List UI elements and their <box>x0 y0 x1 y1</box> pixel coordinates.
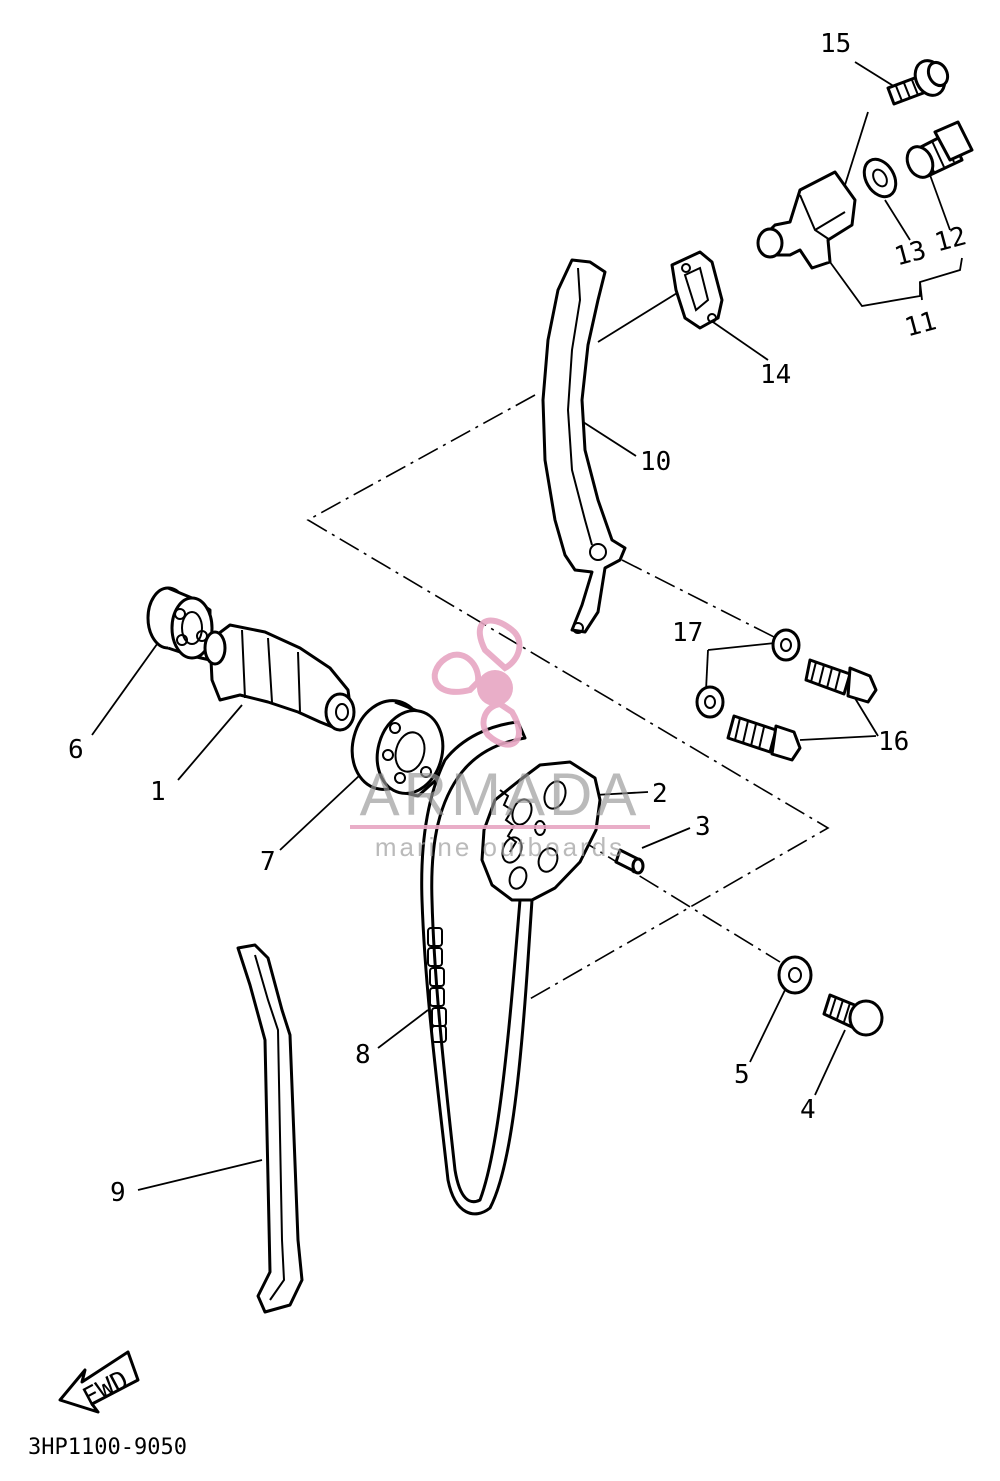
bolt-part-15 <box>886 59 950 106</box>
callout-14: 14 <box>760 360 791 390</box>
washer-part-5 <box>777 955 813 995</box>
callout-17: 17 <box>672 618 703 648</box>
propeller-logo-icon <box>431 617 523 748</box>
cam-sprocket-part-2 <box>480 760 602 902</box>
callouts: 1 2 3 4 5 6 7 8 9 10 11 12 13 14 15 16 1… <box>68 29 970 1208</box>
callout-2: 2 <box>652 779 668 809</box>
tensioner-gasket-part-14 <box>670 250 724 330</box>
callout-16: 16 <box>878 727 909 757</box>
callout-9: 9 <box>110 1178 126 1208</box>
callout-1: 1 <box>150 777 166 807</box>
washer-part-17 <box>695 628 801 719</box>
callout-3: 3 <box>695 812 711 842</box>
callout-10: 10 <box>640 447 671 477</box>
callout-13: 13 <box>891 235 929 272</box>
callout-11: 11 <box>902 306 940 343</box>
bolt-part-4 <box>822 993 884 1037</box>
watermark-brand: ARMADA <box>360 761 641 828</box>
bolt-part-16 <box>726 658 878 762</box>
callout-6: 6 <box>68 735 84 765</box>
callout-12: 12 <box>932 221 970 258</box>
bearing-part-7 <box>350 699 445 798</box>
chain-links <box>427 927 447 1043</box>
camshaft-part-1 <box>203 623 356 732</box>
gasket-part-13 <box>862 157 898 199</box>
chain-guide-part-9 <box>236 943 304 1314</box>
drawing-code: 3HP1100-9050 <box>28 1435 187 1460</box>
callout-8: 8 <box>355 1040 371 1070</box>
cam-chain-part-8 <box>420 720 534 1216</box>
watermark-tagline: marine outboards <box>375 832 625 862</box>
callout-5: 5 <box>734 1060 750 1090</box>
fwd-arrow-icon: FWD <box>58 1350 140 1414</box>
dowel-pin-part-3 <box>614 848 645 875</box>
tensioner-assembly-part-11 <box>756 170 857 270</box>
watermark: ARMADA marine outboards <box>350 617 650 862</box>
callout-7: 7 <box>260 847 276 877</box>
callout-15: 15 <box>820 29 851 59</box>
callout-4: 4 <box>800 1095 816 1125</box>
bearing-part-6 <box>146 586 214 662</box>
plug-bolt-part-12 <box>905 120 974 179</box>
chain-guide-part-10 <box>541 258 627 634</box>
